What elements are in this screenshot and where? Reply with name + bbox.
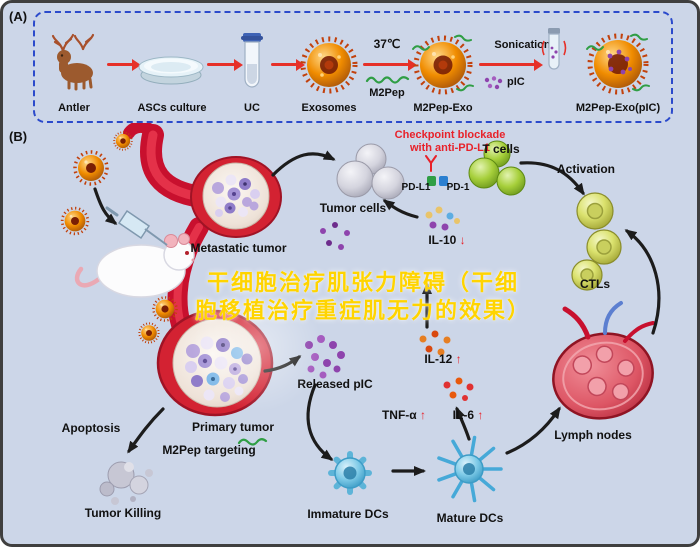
il10-label: IL-10 ↓ bbox=[411, 233, 483, 247]
pic-annotation: pIC bbox=[507, 76, 525, 88]
panel-a-label: (A) bbox=[9, 9, 28, 24]
syringe-icon bbox=[105, 206, 168, 246]
panel-b-artwork bbox=[60, 123, 661, 505]
watermark-line2: 胞移植治疗重症肌无力的效果） bbox=[194, 298, 531, 323]
m2pep-peptides-on-exo bbox=[412, 34, 474, 92]
pd-l1-pd-1-binding bbox=[425, 155, 448, 186]
step-arrow-5 bbox=[479, 58, 543, 71]
step-label-antler: Antler bbox=[58, 102, 90, 114]
centrifuge-tube-icon bbox=[241, 33, 263, 88]
petri-dish-icon bbox=[138, 56, 204, 85]
primary-tumor-mass bbox=[156, 309, 274, 417]
il6-label: IL-6 ↑ bbox=[437, 408, 499, 422]
il12-name: IL-12 bbox=[424, 352, 453, 366]
apoptosis-label: Apoptosis bbox=[61, 421, 121, 435]
il12-label: IL-12 ↑ bbox=[407, 352, 479, 366]
m2pep-exo-icon bbox=[412, 34, 474, 95]
ctls-label: CTLs bbox=[580, 277, 610, 291]
mature-dcs-label: Mature DCs bbox=[436, 511, 504, 525]
il10-direction-arrow: ↓ bbox=[459, 233, 466, 247]
step-label-uc: UC bbox=[244, 102, 260, 114]
m2pep-exo-pic-icon bbox=[586, 33, 650, 95]
tnfa-direction-arrow: ↑ bbox=[420, 408, 427, 422]
temperature-annotation: 37℃ bbox=[373, 37, 401, 51]
released-pic-label: Released pIC bbox=[297, 377, 373, 391]
released-pic-dots bbox=[305, 335, 345, 379]
apoptotic-tumor-cell bbox=[99, 461, 153, 505]
il10-dots bbox=[425, 206, 460, 231]
primary-tumor-label: Primary tumor bbox=[191, 420, 275, 434]
step-label-ascs: ASCs culture bbox=[137, 102, 207, 114]
ctl-cells-cluster bbox=[571, 192, 622, 291]
sonication-tube-icon bbox=[541, 28, 567, 70]
m2pep-targeting-label: M2Pep targeting bbox=[162, 443, 256, 457]
antigen-purple-cells bbox=[320, 222, 350, 250]
t-cells-label: T cells bbox=[482, 142, 520, 156]
tumor-killing-label: Tumor Killing bbox=[84, 506, 162, 520]
lymph-nodes-label: Lymph nodes bbox=[554, 428, 632, 442]
checkpoint-line2: with anti-PD-L1 bbox=[409, 142, 491, 155]
checkpoint-blockade-label: Checkpoint blockade with anti-PD-L1 bbox=[375, 129, 525, 155]
lymph-vessels bbox=[562, 301, 655, 343]
activation-label: Activation bbox=[556, 162, 615, 176]
il6-direction-arrow: ↑ bbox=[477, 408, 484, 422]
tumor-cells-cluster bbox=[336, 143, 405, 200]
watermark-line1: 干细胞治疗肌张力障碍（干细 bbox=[206, 270, 519, 295]
lymph-node bbox=[552, 301, 655, 420]
m2pep-targeting-peptide-icon bbox=[237, 438, 268, 446]
il6-name: IL-6 bbox=[452, 408, 474, 422]
anti-pd-l1-antibody-icon bbox=[425, 155, 437, 172]
step-arrow-1 bbox=[107, 58, 141, 71]
mature-dc-cell bbox=[437, 435, 503, 503]
step-label-m2pep-exo: M2Pep-Exo bbox=[413, 102, 473, 114]
tnfa-name: TNF-α bbox=[381, 408, 417, 422]
step-label-exosomes: Exosomes bbox=[301, 102, 357, 114]
tumor-cells-label: Tumor cells bbox=[319, 201, 387, 215]
pd-l1-label: PD-L1 bbox=[401, 182, 431, 193]
m2pep-peptides-on-pic-exo bbox=[586, 33, 650, 92]
mouse-icon bbox=[74, 233, 195, 298]
sonication-annotation: Sonication bbox=[494, 39, 551, 51]
tnfa-il6-dots bbox=[443, 377, 474, 401]
tnfa-label: TNF-α ↑ bbox=[365, 408, 443, 422]
checkpoint-line1: Checkpoint blockade bbox=[394, 129, 506, 141]
step-arrow-3 bbox=[271, 58, 305, 71]
flow-arrows bbox=[93, 150, 661, 476]
watermark-logo bbox=[191, 281, 323, 413]
t-cells-cluster bbox=[468, 140, 526, 196]
immature-dcs-label: Immature DCs bbox=[307, 507, 389, 521]
deer-icon bbox=[51, 33, 95, 91]
panel-a-box: 37℃ M2Pep Sonication bbox=[33, 11, 673, 123]
immature-dc-cell bbox=[328, 451, 372, 495]
step-arrow-2 bbox=[207, 58, 243, 71]
step-label-m2pep-exo-pic: M2Pep-Exo(pIC) bbox=[575, 102, 661, 114]
il12-dots bbox=[419, 330, 451, 356]
metastatic-tumor-mass bbox=[190, 156, 282, 238]
pic-cargo-dots bbox=[607, 49, 632, 75]
m2pep-annotation: M2Pep bbox=[369, 87, 405, 99]
step-arrow-4 bbox=[363, 58, 417, 71]
m2pep-peptide-icon bbox=[365, 76, 410, 84]
il12-direction-arrow: ↑ bbox=[455, 352, 462, 366]
metastatic-tumor-label: Metastatic tumor bbox=[190, 241, 287, 255]
pd-1-label: PD-1 bbox=[446, 182, 470, 193]
panel-b-label: (B) bbox=[9, 129, 28, 144]
pic-dots-icon bbox=[484, 76, 503, 90]
il10-name: IL-10 bbox=[428, 233, 457, 247]
exosome-icon bbox=[300, 36, 358, 94]
